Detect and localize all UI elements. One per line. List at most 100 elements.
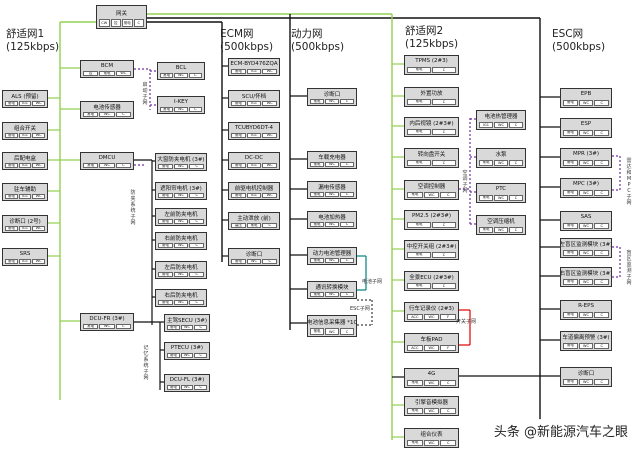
ecu-name: BCM: [100, 62, 114, 69]
power-tag: 常电: [407, 221, 431, 228]
esc-subnet-label: ESC子网: [350, 306, 370, 312]
power-tag: WC: [174, 72, 188, 78]
radar-subnet-label: 雷达和MPC子网: [626, 158, 632, 206]
ecu-name: 车板PAD: [420, 337, 443, 344]
ecu-name: PTC: [495, 186, 507, 193]
power-tag: 常电: [5, 162, 18, 168]
watermark: 头条 @新能源汽车之眼: [489, 419, 632, 442]
ecu-name: 动力电池管理器: [312, 250, 352, 257]
ac-subnet-label: 空调子网: [462, 170, 468, 194]
power-tag: 常电: [83, 162, 99, 168]
network-rate: (500kbps): [552, 41, 606, 53]
power-tag: 常电: [563, 249, 578, 256]
power-tag: WC: [32, 100, 46, 106]
ecu-name: 诊断口: [245, 251, 263, 258]
power-tag: 常电: [563, 129, 578, 136]
power-tag: 常电: [5, 258, 18, 264]
power-tag: 常电: [563, 278, 578, 285]
network-title-comfort1: 舒适网1 (125kbps): [6, 28, 59, 54]
ecu-name: 外置功放: [420, 91, 443, 98]
power-tag: 常电: [99, 70, 115, 76]
power-tag: C: [432, 128, 456, 135]
ecu-name: R-EPS: [578, 303, 594, 310]
ecu-name: 右前防夹电机: [164, 235, 198, 242]
power-tag: WC: [325, 191, 339, 197]
ecu-name: 电池传感器: [93, 104, 121, 111]
power-tag: WC: [32, 193, 46, 199]
ecu-name: 通讯转换模块: [315, 284, 349, 291]
ecu-name: 电池加热器: [318, 214, 346, 221]
power-tag: WC: [578, 159, 594, 166]
power-tag: C: [509, 121, 523, 128]
bms-subnet-label: 电池子网: [362, 279, 383, 285]
ecu-name: 大窗防夹电机 (3#): [157, 156, 205, 163]
power-tag: C: [189, 218, 205, 224]
ecu-name: 后配电盒: [13, 155, 36, 162]
ecu-name: 诊断口 (2号): [9, 218, 41, 225]
power-tag: WC: [325, 291, 339, 297]
power-tag: 常电: [479, 159, 493, 166]
ecu-name: 电池信息采集器 *10: [308, 320, 356, 326]
power-tag: C: [509, 194, 523, 201]
power-tag: WC: [262, 68, 278, 74]
power-tag: C: [594, 159, 610, 166]
power-tag: C: [189, 163, 205, 169]
power-tag: C: [440, 407, 457, 414]
power-tag: IG1: [18, 193, 32, 199]
power-tag: C: [594, 189, 610, 196]
ecu-name: SCU/怀档: [241, 93, 267, 100]
ecu-name: 4G: [427, 371, 436, 378]
ecu-name: SAS: [580, 214, 592, 221]
ecu-name: 左盲区监测模块 (3#): [561, 242, 611, 249]
network-name: 舒适网2: [405, 25, 444, 37]
power-tag: C: [594, 342, 610, 349]
power-tag: C: [432, 221, 456, 228]
ecu-name: 内后视镜 (2#3#): [409, 121, 454, 128]
power-tag: WC: [115, 70, 131, 76]
power-tag: IG1: [18, 132, 32, 138]
ecu-name: TPMS (2#3): [415, 58, 448, 65]
network-name: ESC网: [552, 28, 584, 40]
memory-subnet-label: 记忆系统子网: [143, 345, 149, 381]
ecu-name: 空调控制器: [417, 184, 446, 191]
ecu-name: 行车记录仪 (2#3): [408, 306, 455, 313]
network-rate: (500kbps): [220, 41, 274, 53]
ecu-name: ESP: [580, 121, 592, 128]
power-tag: WC: [180, 384, 194, 390]
power-tag: CW: [99, 19, 110, 27]
power-tag: IG1: [479, 121, 493, 128]
power-tag: IG1: [246, 162, 262, 168]
power-tag: IG1: [246, 100, 262, 106]
power-tag: C: [594, 129, 610, 136]
power-tag: 常电: [231, 162, 246, 168]
